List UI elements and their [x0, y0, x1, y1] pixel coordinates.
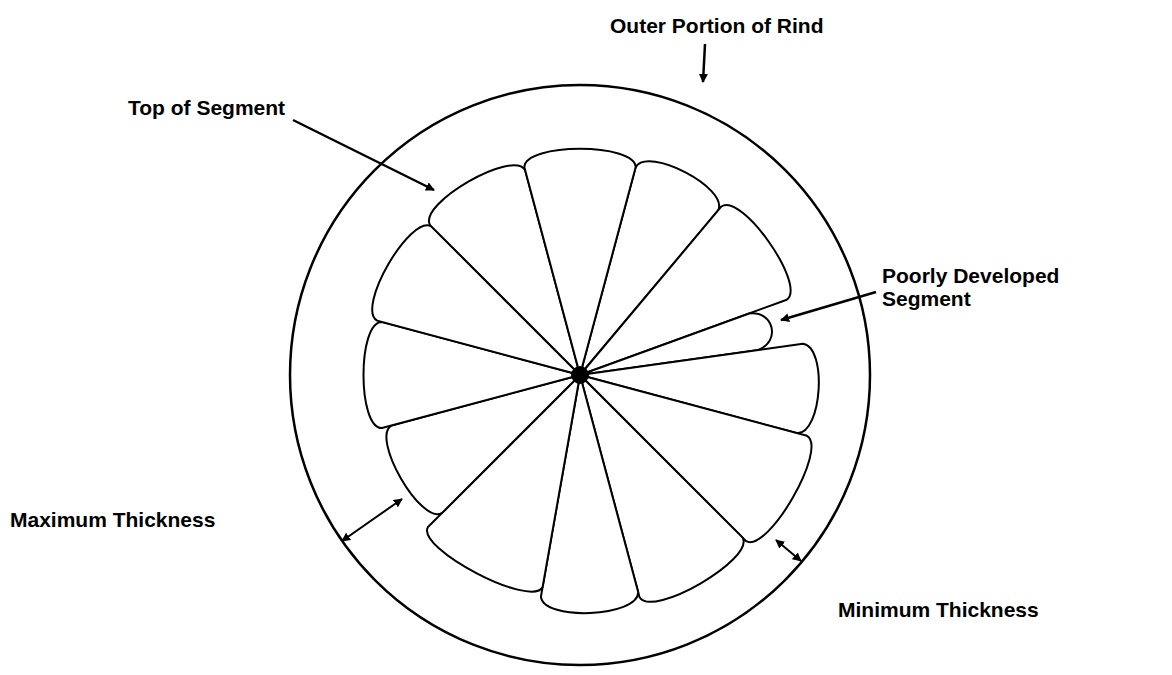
part-label: Top of Segment	[128, 96, 285, 119]
segments	[363, 149, 818, 613]
leader-line	[293, 120, 434, 190]
part-label: Outer Portion of Rind	[610, 14, 823, 37]
outer-rind	[290, 85, 870, 665]
leader-line	[703, 44, 705, 82]
thickness-arrow	[776, 540, 801, 561]
fruit-segment	[524, 149, 635, 375]
thickness-arrow	[342, 499, 402, 541]
part-label: Poorly Developed Segment	[882, 264, 1062, 310]
part-label: Minimum Thickness	[838, 598, 1039, 621]
core-dot	[571, 366, 589, 384]
part-label: Maximum Thickness	[10, 508, 215, 531]
leader-line	[781, 292, 876, 320]
